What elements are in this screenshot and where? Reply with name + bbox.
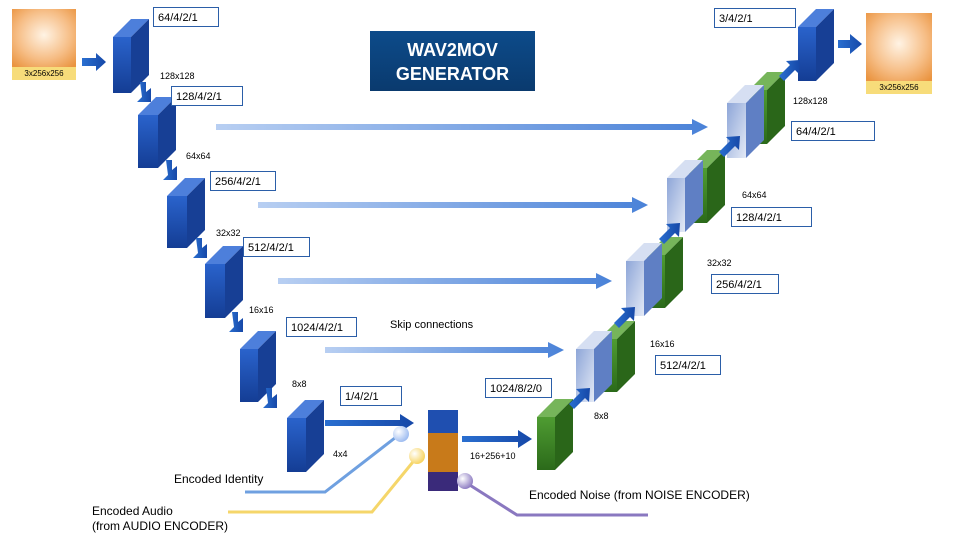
arrow-dec6-to-output — [838, 34, 862, 54]
encoder-layer-3-label: 256/4/2/1 — [210, 171, 276, 191]
encoder-arrows — [82, 53, 532, 448]
decoder-size-3: 32x32 — [707, 258, 732, 268]
decoder-layer-4-label: 128/4/2/1 — [731, 207, 812, 227]
encoder-size-2: 64x64 — [186, 151, 211, 161]
concat-latent-bar — [428, 410, 458, 491]
input-lines — [228, 426, 648, 517]
decoder-block-3 — [626, 237, 683, 316]
identity-ball — [393, 426, 409, 442]
diagram-title: WAV2MOV GENERATOR — [370, 31, 535, 91]
decoder-size-5: 128x128 — [793, 96, 828, 106]
arrow-dec5-to-dec6 — [779, 60, 800, 81]
encoder-block-6 — [287, 400, 324, 472]
skip-arrow-1 — [216, 119, 708, 135]
title-line-1: WAV2MOV — [407, 40, 498, 60]
identity-line — [245, 432, 401, 494]
encoded-identity-label: Encoded Identity — [174, 472, 264, 486]
decoder-layer-6-label: 3/4/2/1 — [714, 8, 796, 28]
encoder-block-1 — [113, 19, 149, 93]
decoder-layer-3-label: 256/4/2/1 — [711, 274, 779, 294]
encoded-noise-label: Encoded Noise (from NOISE ENCODER) — [529, 488, 750, 502]
encoder-layer-6-label: 1/4/2/1 — [340, 386, 402, 406]
arrow-input-to-enc1 — [82, 53, 106, 71]
audio-line — [228, 456, 419, 514]
decoder-block-1 — [537, 399, 573, 470]
decoder-layer-5-label: 64/4/2/1 — [791, 121, 875, 141]
arrow-dec2-to-dec3 — [614, 307, 635, 328]
skip-arrow-3 — [278, 273, 612, 289]
arrow-enc3-to-enc4 — [193, 238, 207, 258]
encoder-block-3 — [167, 178, 205, 248]
arrow-dec4-to-dec5 — [719, 136, 740, 157]
input-image-caption: 3x256x256 — [12, 67, 76, 80]
output-image — [866, 13, 932, 81]
decoder-size-4: 64x64 — [742, 190, 767, 200]
encoder-size-5: 8x8 — [292, 379, 307, 389]
encoder-block-2 — [138, 97, 176, 168]
encoder-size-6: 4x4 — [333, 449, 348, 459]
encoder-layer-1-label: 64/4/2/1 — [153, 7, 219, 27]
noise-ball — [457, 473, 473, 489]
noise-line — [464, 480, 648, 517]
arrow-enc2-to-enc3 — [163, 160, 177, 180]
encoder-layer-4-label: 512/4/2/1 — [243, 237, 310, 257]
title-line-2: GENERATOR — [395, 64, 510, 84]
arrow-concat-to-dec1 — [462, 430, 532, 448]
concat-size-label: 16+256+10 — [470, 451, 516, 461]
skip-connections-label: Skip connections — [390, 319, 474, 331]
decoder-block-6 — [798, 9, 834, 81]
encoder-layer-5-label: 1024/4/2/1 — [286, 317, 357, 337]
input-image — [12, 9, 76, 67]
encoder-size-3: 32x32 — [216, 228, 241, 238]
encoder-block-4 — [205, 246, 243, 318]
decoder-arrows — [569, 34, 862, 409]
encoder-layer-2-label: 128/4/2/1 — [171, 86, 243, 106]
decoder-block-4 — [667, 150, 725, 232]
arrow-enc4-to-enc5 — [229, 312, 243, 332]
arrow-enc5-to-enc6 — [263, 388, 277, 408]
arrow-dec3-to-dec4 — [659, 223, 680, 244]
encoded-audio-label-line2: (from AUDIO ENCODER) — [92, 519, 229, 533]
decoder-size-1: 8x8 — [594, 411, 609, 421]
decoder-layer-1-label: 1024/8/2/0 — [485, 378, 552, 398]
audio-ball — [409, 448, 425, 464]
decoder-layer-2-label: 512/4/2/1 — [655, 355, 721, 375]
encoder-size-1: 128x128 — [160, 71, 195, 81]
arrow-enc1-to-enc2 — [137, 82, 151, 102]
skip-arrow-2 — [258, 197, 648, 213]
encoded-audio-label-line1: Encoded Audio — [92, 504, 173, 518]
decoder-size-2: 16x16 — [650, 339, 675, 349]
skip-arrow-4 — [325, 342, 564, 358]
encoder-size-4: 16x16 — [249, 305, 274, 315]
encoder-block-5 — [240, 331, 276, 402]
arrow-dec1-to-dec2 — [569, 388, 590, 409]
skip-connections — [216, 119, 708, 358]
output-image-caption: 3x256x256 — [866, 81, 932, 94]
arrow-enc6-to-concat — [325, 414, 414, 432]
